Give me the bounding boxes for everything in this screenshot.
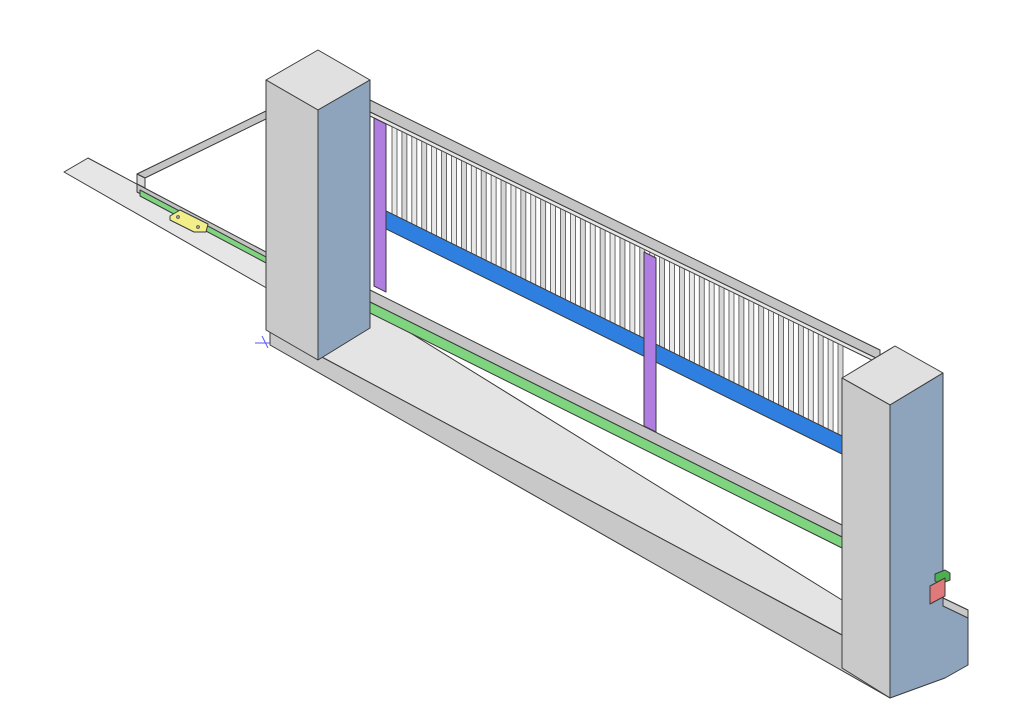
gate-motor (929, 569, 951, 605)
gate-leaf (369, 99, 881, 549)
picket (609, 232, 616, 325)
picket (451, 154, 457, 247)
picket (431, 145, 438, 237)
picket (550, 203, 556, 296)
picket (659, 256, 665, 350)
picket (480, 169, 487, 262)
picket (718, 285, 725, 379)
picket (391, 126, 398, 218)
left-pillar-front (265, 79, 319, 361)
picket (688, 270, 695, 364)
gate-post-middle (643, 251, 657, 433)
picket (778, 314, 784, 408)
picket (797, 323, 804, 418)
picket (629, 241, 636, 335)
right-pillar-notch (942, 597, 969, 619)
picket (698, 275, 705, 369)
picket (619, 236, 626, 330)
picket (768, 309, 775, 403)
picket (758, 304, 765, 399)
picket (827, 338, 834, 433)
picket (788, 318, 794, 413)
right-pillar (841, 345, 969, 699)
limit-switch-plate (169, 209, 209, 233)
picket (817, 333, 824, 428)
picket (738, 294, 745, 389)
motor-cap (934, 569, 951, 585)
picket (460, 159, 467, 252)
picket (708, 280, 715, 374)
right-pillar-front (841, 377, 891, 699)
picket (570, 212, 576, 306)
picket (411, 135, 418, 227)
picket (510, 183, 517, 276)
picket (470, 164, 477, 257)
picket (807, 328, 814, 423)
picket (589, 222, 596, 315)
left-pillar (265, 49, 371, 361)
tail-top-rail (136, 109, 269, 179)
foundation-top (269, 307, 843, 636)
left-pillar-side (317, 79, 371, 361)
picket (748, 299, 755, 394)
picket (441, 150, 447, 242)
picket (530, 193, 537, 286)
left-ramp-top (63, 157, 271, 291)
picket (560, 207, 566, 301)
picket (500, 179, 507, 271)
picket (421, 140, 428, 232)
picket (599, 227, 606, 320)
motor-body (929, 577, 946, 605)
picket (579, 217, 586, 311)
picket (540, 198, 547, 291)
gate-post-left (373, 117, 387, 293)
picket (669, 260, 675, 355)
picket (728, 289, 735, 384)
right-pillar-side (889, 372, 969, 699)
picket (490, 174, 497, 266)
picket (401, 130, 408, 222)
picket (520, 188, 527, 281)
picket-group (391, 126, 844, 438)
picket (679, 265, 685, 359)
left-ramp (63, 157, 271, 291)
origin-marker (255, 335, 270, 349)
